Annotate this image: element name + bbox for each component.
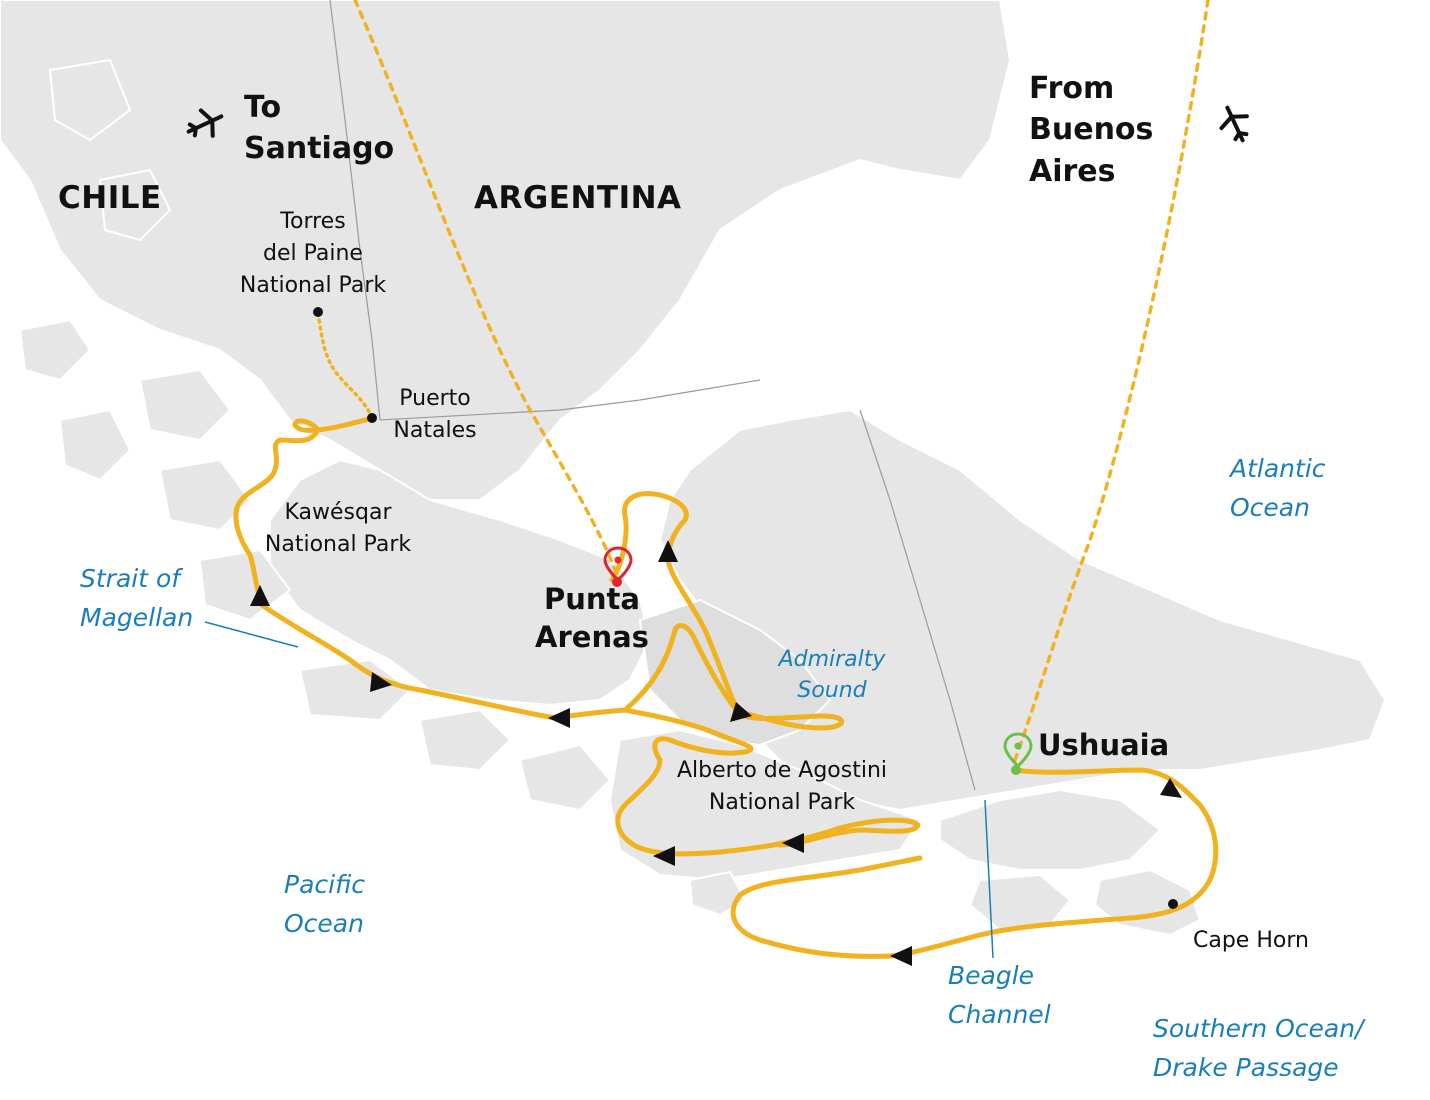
airplane-icon [1219,105,1249,143]
route-arrow-9 [890,946,912,966]
flight-label-from-buenos-aires: From Buenos Aires [1029,71,1154,189]
island-w3 [138,368,232,442]
overland-route-torres-del-paine [316,310,374,420]
flight-route-santiago [353,0,617,572]
flight-route-buenos-aires [1013,0,1210,762]
port-label-punta-arenas: Punta Arenas [535,582,649,654]
strait-of-magellan-leader [204,621,299,648]
navarino-island [939,788,1162,871]
expedition-route-cape-horn [730,767,1219,959]
water-label-southern-ocean: Southern Ocean/ Drake Passage [1153,1014,1364,1082]
airplane-icon [186,108,224,138]
route-arrow-7 [782,833,804,853]
torres-del-paine-dot [313,307,323,317]
port-label-ushuaia: Ushuaia [1038,728,1170,762]
dawson-island [638,598,832,747]
water-label-admiralty-sound: Admiralty Sound [778,647,886,703]
route-arrow-2 [730,702,752,722]
water-label-strait-of-magellan: Strait of Magellan [80,564,194,632]
route-arrow-1 [658,540,678,562]
place-label-cape-horn: Cape Horn [1193,928,1309,953]
island-s1 [688,870,747,917]
expedition-route [233,415,845,731]
puerto-natales-dot [367,413,377,423]
country-label-argentina: ARGENTINA [474,180,682,216]
route-arrow-3 [548,708,570,728]
country-label-chile: CHILE [58,180,162,216]
island-w9 [98,168,172,242]
place-label-kawesqar: Kawésqar National Park [264,500,412,557]
island-w6 [298,658,412,722]
route-arrow-4 [370,672,392,692]
island-w2 [58,408,132,482]
flight-label-to-santiago: To Santiago [244,90,395,167]
water-label-beagle-channel: Beagle Channel [948,961,1051,1029]
brunswick-peninsula [269,458,652,707]
cape-horn-dot [1168,899,1178,909]
chile-argentina-border [329,0,976,791]
island-w7 [418,708,512,772]
route-arrow-6 [653,846,675,866]
place-label-torres-del-paine: Torres del Paine National Park [239,209,387,298]
island-w10 [48,58,132,142]
water-label-atlantic-ocean: Atlantic Ocean [1230,454,1326,522]
beagle-channel-leader [984,799,994,959]
place-label-alberto-de-agostini: Alberto de Agostini National Park [676,758,887,815]
mainland-patagonia [0,0,1012,501]
water-label-pacific-ocean: Pacific Ocean [284,870,365,938]
route-arrow-8 [1160,778,1182,798]
map-pin-icon [1003,732,1033,775]
expedition-route-south [615,707,921,857]
island-w1 [18,318,92,382]
route-arrow-5 [250,585,270,606]
map-pin-icon [603,546,633,587]
island-w8 [518,743,612,812]
place-label-puerto-natales: Puerto Natales [393,386,477,443]
